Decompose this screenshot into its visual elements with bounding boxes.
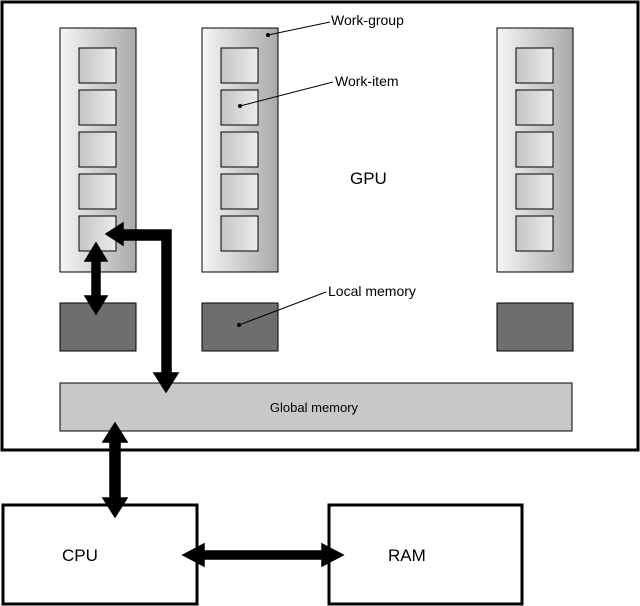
work-group-callout: Work-group (266, 12, 404, 37)
arrow-workitem-localmemory (83, 241, 109, 316)
work-item (515, 89, 554, 126)
work-item (78, 89, 117, 126)
work-group-2 (201, 27, 279, 273)
ram-label: RAM (388, 546, 426, 565)
work-item-callout: Work-item (238, 73, 399, 108)
global-memory-box (59, 382, 573, 432)
ram-box (327, 503, 524, 606)
work-item (78, 47, 117, 84)
arrow-workitem-globalmemory (104, 221, 180, 394)
local-memory-label: Local memory (328, 283, 416, 299)
work-item (515, 173, 554, 210)
work-group-1 (59, 27, 137, 273)
work-item (515, 215, 554, 252)
arrow-cpu-ram (181, 542, 345, 568)
global-memory-label: Global memory (270, 400, 359, 415)
work-item (220, 173, 259, 210)
work-item (78, 173, 117, 210)
work-item (515, 47, 554, 84)
local-memory-2 (201, 302, 279, 352)
work-item (220, 131, 259, 168)
work-item (78, 131, 117, 168)
work-item (220, 215, 259, 252)
local-memory-3 (496, 302, 574, 352)
cpu-box (1, 503, 199, 606)
local-memory-callout: Local memory (237, 283, 416, 327)
arrow-globalmemory-cpu (101, 421, 129, 519)
work-group-3 (496, 27, 574, 273)
work-item (515, 131, 554, 168)
cpu-label: CPU (62, 546, 98, 565)
work-item (220, 47, 259, 84)
work-item-label: Work-item (335, 73, 399, 89)
gpu-label: GPU (350, 169, 387, 188)
work-group-label: Work-group (331, 12, 404, 28)
